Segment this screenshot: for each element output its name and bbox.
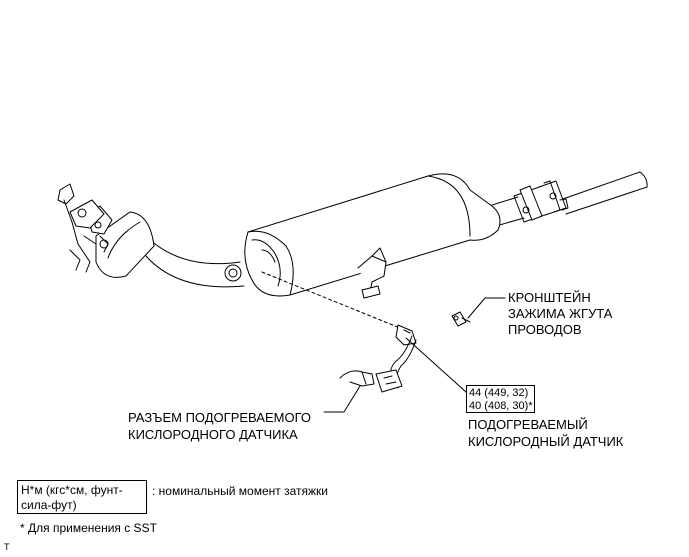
converter-body: [244, 173, 501, 297]
torque-unit-legend: Н*м (кгс*см, фунт- сила-фут): [17, 480, 147, 514]
front-pipe: [145, 239, 245, 288]
rear-flange-joint: [513, 180, 569, 223]
legend-unit-line2: сила-фут): [21, 498, 77, 512]
legend-unit-line1: Н*м (кгс*см, фунт-: [21, 483, 123, 497]
leader-connector: [323, 385, 361, 413]
hanger-bracket: [357, 247, 387, 299]
leader-sensor: [405, 337, 467, 393]
harness-connector: [339, 370, 375, 387]
install-guide-line: [261, 271, 401, 329]
sensor-label-line1: ПОДОГРЕВАЕМЫЙ: [468, 417, 588, 432]
legend-description: : номинальный момент затяжки: [152, 484, 328, 498]
torque-value-1: 44 (449, 32): [469, 387, 529, 399]
tail-pipe: [559, 171, 648, 215]
sensor-label-line2: КИСЛОРОДНЫЙ ДАТЧИК: [468, 434, 624, 449]
mid-pipe: [491, 196, 525, 227]
connector-label-line1: РАЗЪЕМ ПОДОГРЕВАЕМОГО: [128, 410, 311, 425]
sensor-connector: [375, 369, 403, 393]
bracket-label-line3: ПРОВОДОВ: [508, 322, 582, 337]
front-manifold: [57, 183, 155, 278]
clamp-bracket: [451, 311, 471, 327]
torque-value-2: 40 (408, 30)*: [469, 400, 533, 412]
bracket-label-line2: ЗАЖИМА ЖГУТА: [508, 306, 613, 321]
sst-footnote: * Для применения с SST: [20, 521, 157, 535]
leader-bracket: [467, 297, 506, 319]
connector-label-line2: КИСЛОРОДНОГО ДАТЧИКА: [128, 427, 298, 442]
corner-mark: T: [4, 542, 10, 552]
bracket-label-line1: КРОНШТЕЙН: [508, 290, 591, 305]
torque-spec-box: 44 (449, 32) 40 (408, 30)*: [466, 385, 535, 413]
